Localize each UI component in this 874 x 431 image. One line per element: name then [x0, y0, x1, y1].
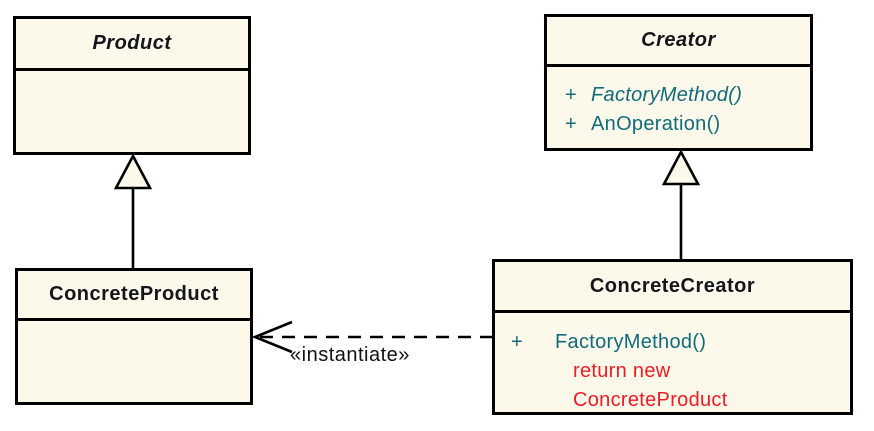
class-title-concrete-creator: ConcreteCreator: [495, 262, 850, 313]
class-box-product: Product: [13, 16, 251, 155]
visibility-marker: +: [565, 84, 577, 106]
method-label: FactoryMethod(): [555, 331, 707, 353]
visibility-marker: +: [511, 331, 523, 353]
inheritance-triangle-icon-creator: [661, 149, 701, 186]
instantiate-stereotype-label: «instantiate»: [290, 344, 410, 366]
method-row: + FactoryMethod(): [565, 81, 810, 110]
class-title-concrete-product: ConcreteProduct: [18, 271, 250, 321]
method-row: + FactoryMethod(): [511, 328, 850, 357]
method-label: FactoryMethod(): [591, 84, 743, 106]
method-label: AnOperation(): [591, 113, 721, 135]
class-box-concrete-creator: ConcreteCreator + FactoryMethod() return…: [492, 259, 853, 415]
class-box-concrete-product: ConcreteProduct: [15, 268, 253, 405]
method-row: + AnOperation(): [565, 110, 810, 139]
class-title-product: Product: [16, 19, 248, 71]
class-title-creator: Creator: [547, 17, 810, 67]
pseudocode-line: return new: [573, 360, 671, 382]
class-body-creator: + FactoryMethod() + AnOperation(): [547, 67, 810, 139]
class-box-creator: Creator + FactoryMethod() + AnOperation(…: [544, 14, 813, 151]
pseudocode-line: ConcreteProduct: [573, 389, 728, 411]
class-body-concrete-creator: + FactoryMethod() return new ConcretePro…: [495, 313, 850, 415]
open-arrowhead-icon: [251, 320, 293, 354]
visibility-marker: +: [565, 113, 577, 135]
inheritance-triangle-icon-product: [113, 153, 153, 190]
